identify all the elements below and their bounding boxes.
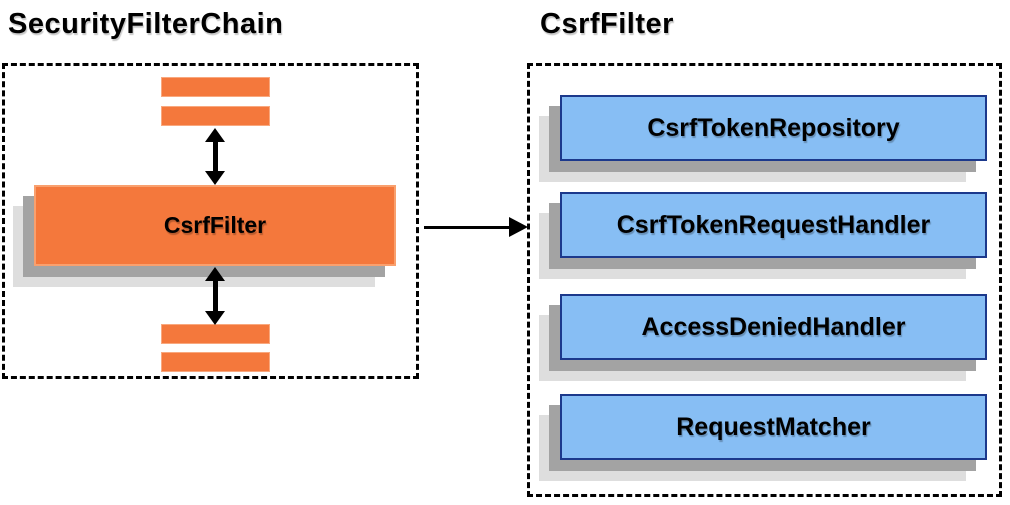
filter-bar: [161, 106, 270, 126]
arrow-up-head-icon: [205, 267, 225, 281]
connector-arrow-shaft: [424, 226, 511, 229]
component-box-csrf-token-request-handler: CsrfTokenRequestHandler: [560, 192, 987, 258]
double-arrow-icon: [205, 128, 225, 185]
security-filter-chain-container: [2, 63, 419, 379]
component-box-request-matcher: RequestMatcher: [560, 394, 987, 460]
csrf-filter-title: CsrfFilter: [540, 8, 674, 40]
arrow-up-head-icon: [205, 128, 225, 142]
arrow-down-head-icon: [205, 311, 225, 325]
arrow-shaft: [212, 142, 218, 171]
component-box-csrf-token-repository: CsrfTokenRepository: [560, 95, 987, 161]
arrow-right-icon: [509, 217, 528, 237]
arrow-shaft: [212, 281, 218, 311]
double-arrow-icon: [205, 267, 225, 325]
arrow-down-head-icon: [205, 171, 225, 185]
csrf-filter-box: CsrfFilter: [34, 185, 396, 266]
filter-bar: [161, 352, 270, 372]
csrf-filter-container: [527, 63, 1002, 497]
filter-bar: [161, 77, 270, 97]
security-filter-chain-title: SecurityFilterChain: [8, 8, 284, 40]
filter-bar: [161, 324, 270, 344]
component-box-access-denied-handler: AccessDeniedHandler: [560, 294, 987, 360]
